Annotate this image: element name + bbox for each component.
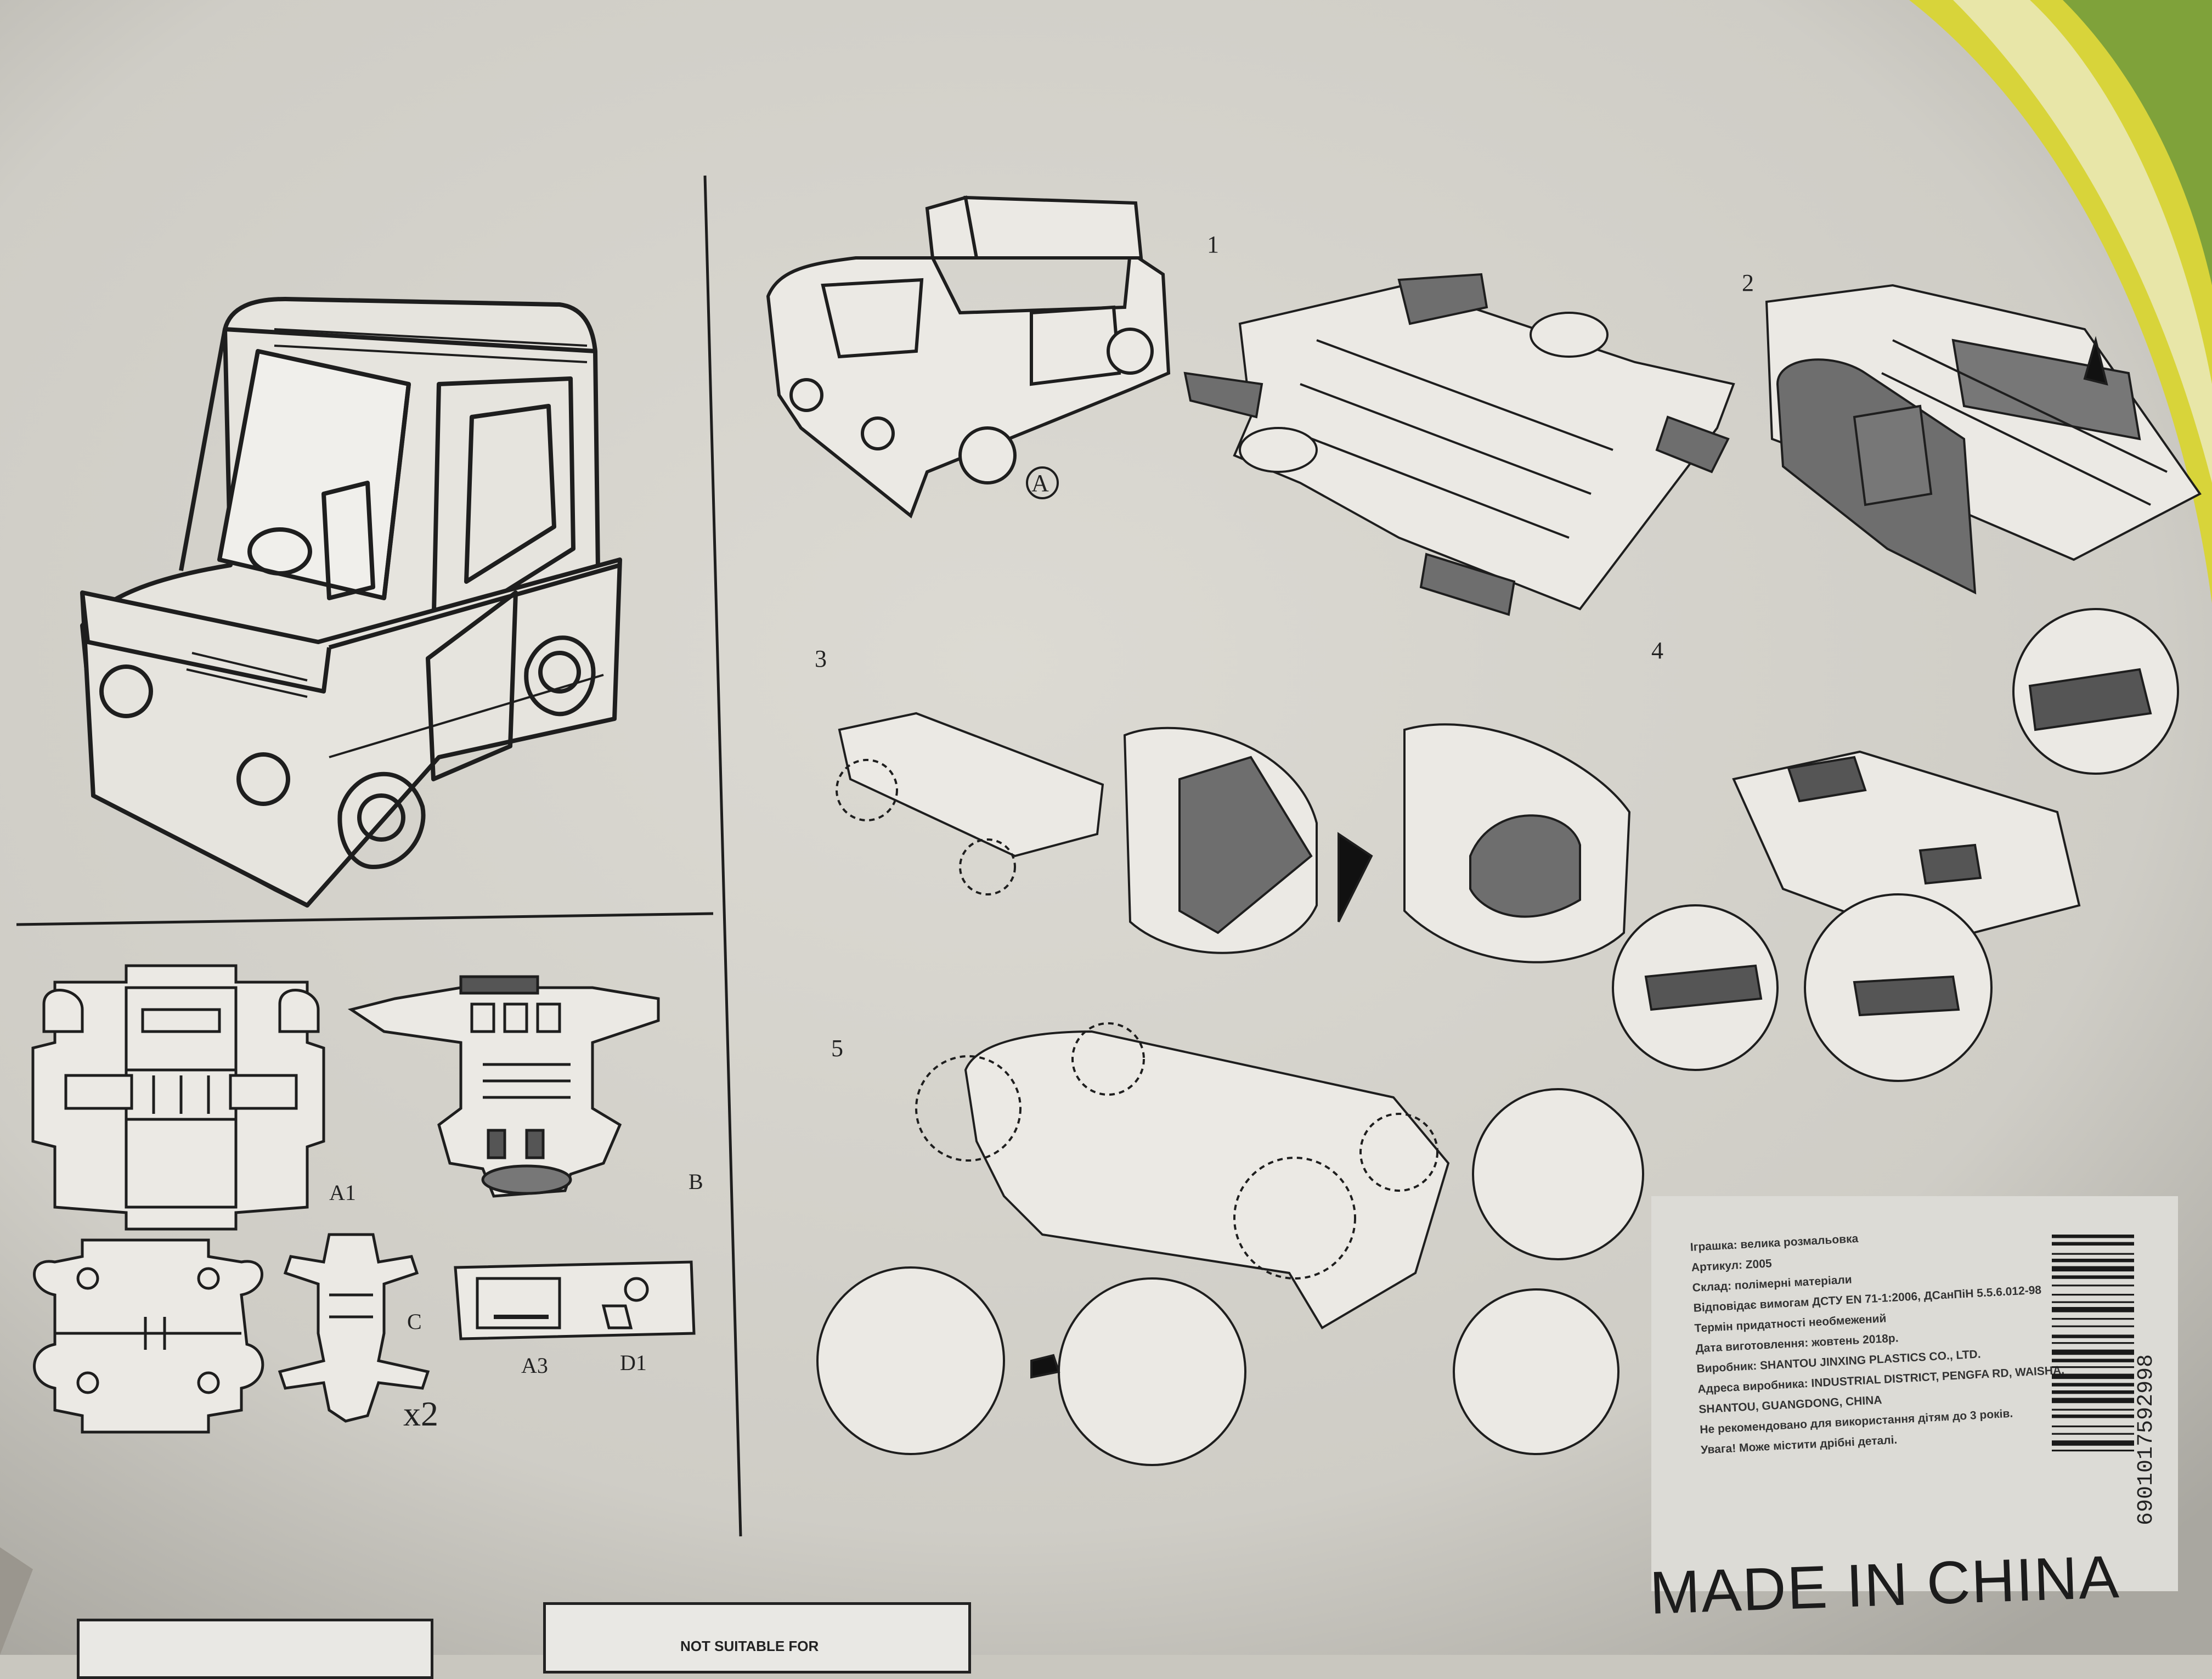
step-number: 5 (831, 1035, 843, 1062)
step-number: 2 (1742, 269, 1754, 296)
barcode-bar (2052, 1294, 2134, 1296)
barcode-bar (2052, 1349, 2134, 1355)
barcode-bar (2052, 1440, 2134, 1446)
step-3-diagram (836, 712, 1631, 964)
part-a1-diagram (31, 964, 325, 1231)
barcode (2052, 1235, 2134, 1452)
barcode-bar (2052, 1275, 2134, 1279)
part-base-diagram (33, 1238, 264, 1434)
part-c-diagram (278, 1233, 430, 1423)
part-b-diagram (347, 975, 660, 1198)
bottom-left-info-box (77, 1619, 433, 1679)
warning-text: NOT SUITABLE FOR (680, 1638, 819, 1654)
barcode-bar (2052, 1390, 2134, 1394)
barcode-bar (2052, 1373, 2134, 1379)
part-a3-d1-diagram (454, 1260, 696, 1340)
part-label-c: C (407, 1309, 422, 1334)
barcode-bar (2052, 1334, 2134, 1338)
barcode-bar (2052, 1433, 2134, 1435)
barcode-bar (2052, 1383, 2134, 1387)
accent-swoosh (1909, 0, 2212, 604)
part-quantity: x2 (403, 1394, 438, 1433)
barcode-bar (2052, 1301, 2134, 1303)
barcode-bar (2052, 1359, 2134, 1362)
barcode-bar (2052, 1342, 2134, 1344)
step-a-partial-car (766, 195, 1171, 519)
step-4-diagram (1612, 608, 2179, 1082)
horizontal-divider (16, 912, 714, 926)
step-2-diagram (1765, 284, 2202, 595)
vertical-divider (703, 175, 742, 1537)
product-label-text: Іграшка: велика розмальовка Артикул: Z00… (1690, 1216, 2096, 1460)
step-1-diagram (1183, 273, 1735, 616)
barcode-bar (2052, 1284, 2134, 1287)
barcode-bar (2052, 1366, 2134, 1368)
barcode-bar (2052, 1235, 2134, 1238)
barcode-bar (2052, 1253, 2134, 1255)
part-label-d1: D1 (620, 1350, 647, 1375)
callout-a-label: A (1031, 470, 1049, 497)
barcode-bar (2052, 1266, 2134, 1272)
barcode-bar (2052, 1242, 2134, 1246)
step-number: 1 (1207, 231, 1219, 258)
barcode-bar (2052, 1318, 2134, 1320)
step-number: 3 (815, 645, 827, 672)
barcode-bar (2052, 1450, 2134, 1452)
part-label-a3: A3 (521, 1353, 548, 1378)
barcode-bar (2052, 1259, 2134, 1263)
step-number: 4 (1651, 637, 1663, 664)
part-label-a1: A1 (329, 1180, 356, 1205)
step-5-diagram (816, 1022, 1644, 1466)
barcode-bar (2052, 1307, 2134, 1312)
box-edge-shadow (0, 1547, 33, 1655)
barcode-number: 6901017592998 (2134, 1354, 2159, 1525)
assembled-car-illustration (80, 297, 622, 908)
barcode-bar (2052, 1325, 2134, 1327)
barcode-bar (2052, 1426, 2134, 1428)
barcode-bar (2052, 1398, 2134, 1404)
barcode-bar (2052, 1408, 2134, 1411)
barcode-bar (2052, 1415, 2134, 1418)
part-label-b: B (689, 1169, 703, 1194)
